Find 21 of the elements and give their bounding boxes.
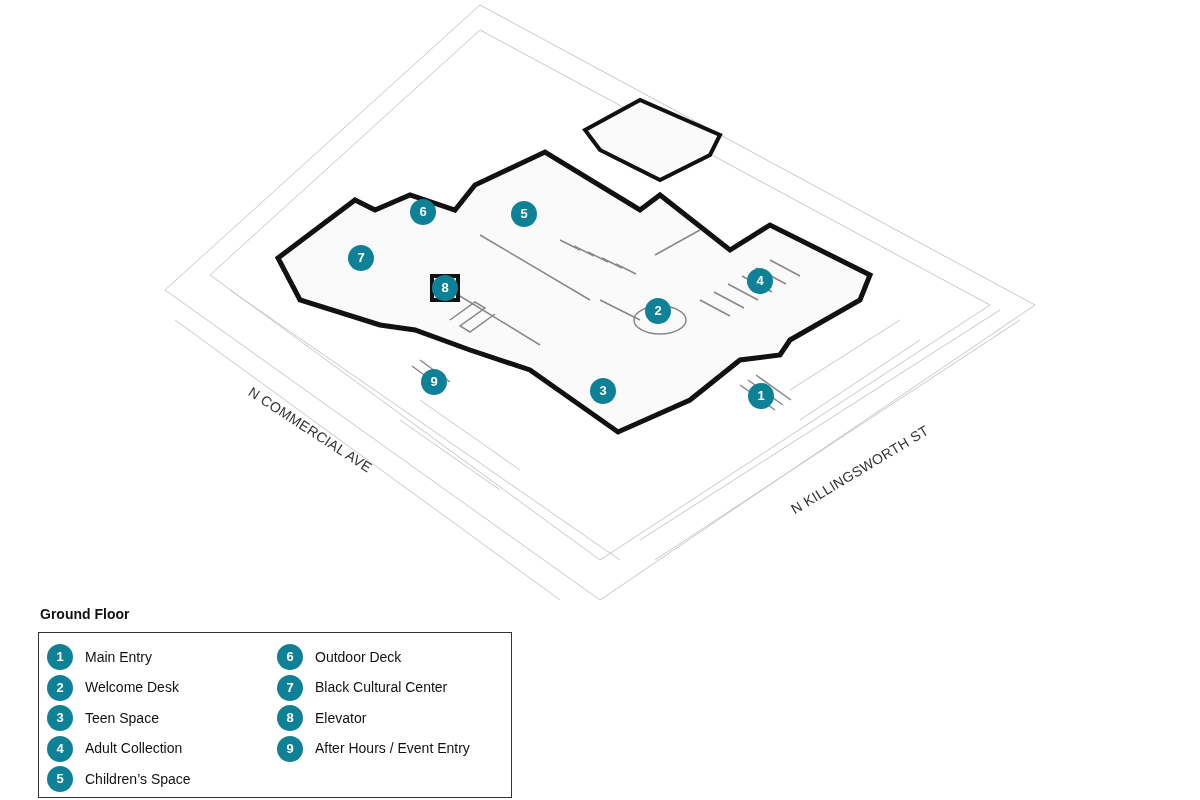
callout-number: 1 <box>748 383 774 409</box>
legend-number: 5 <box>47 766 73 792</box>
legend-text: Main Entry <box>85 647 152 667</box>
legend-number: 1 <box>47 644 73 670</box>
legend-number: 6 <box>277 644 303 670</box>
legend-text: After Hours / Event Entry <box>315 739 470 758</box>
legend-text: Adult Collection <box>85 739 183 758</box>
legend-text: Elevator <box>315 708 367 728</box>
legend-heading: Ground Floor <box>40 605 130 624</box>
legend-text: Welcome Desk <box>85 678 179 697</box>
legend-number: 9 <box>277 735 303 762</box>
callout-number: 9 <box>421 369 447 395</box>
legend-number: 2 <box>47 674 73 701</box>
legend-text: Black Cultural Center <box>315 678 448 697</box>
legend-text: Children’s Space <box>85 769 191 789</box>
legend-text: Outdoor Deck <box>315 647 402 667</box>
legend-number: 4 <box>47 735 73 762</box>
legend-number: 8 <box>277 705 303 731</box>
legend-text: Teen Space <box>85 708 159 728</box>
legend-number: 3 <box>47 705 73 731</box>
legend-number: 7 <box>277 674 303 701</box>
